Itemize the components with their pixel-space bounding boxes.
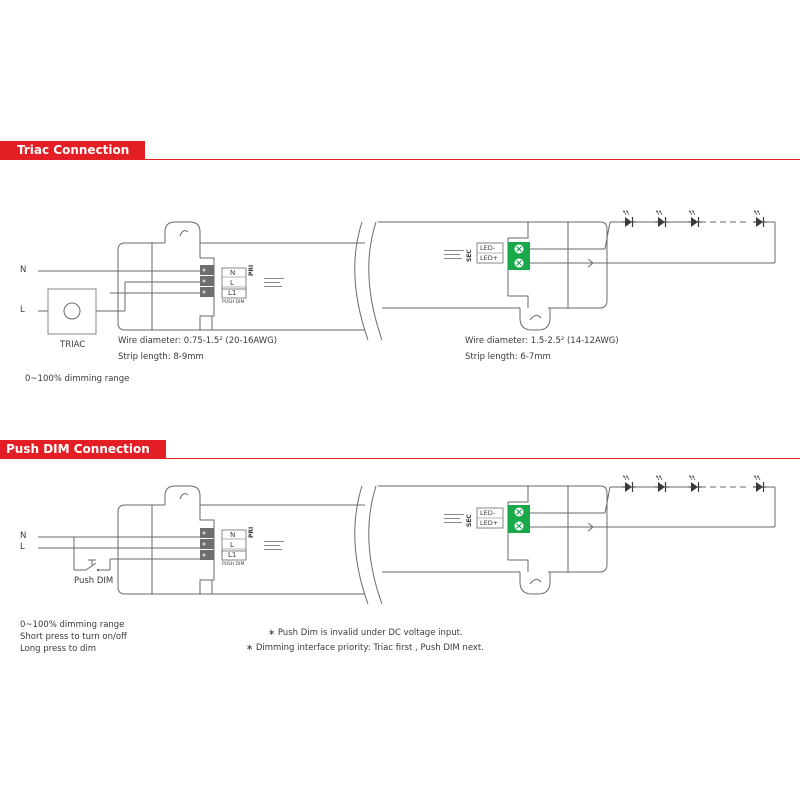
triac-pri-sub: PUSH DIM: [222, 300, 245, 305]
push-dim-terminal-n: N: [230, 531, 236, 539]
push-dim-led-plus: LED+: [480, 519, 499, 527]
triac-output-wiring: [530, 221, 776, 268]
triac-input-strip-length: Strip length: 8-9mm: [118, 352, 204, 362]
push-dim-terminal-l: L: [230, 541, 234, 549]
section-title-triac: Triac Connection: [0, 141, 146, 159]
triac-device-icon: [47, 288, 97, 335]
triac-output-wire-diameter: Wire diameter: 1.5-2.5² (14-12AWG): [465, 336, 619, 346]
push-dim-pri-sub: PUSH DIM: [222, 562, 245, 567]
triac-led-plus: LED+: [480, 254, 499, 262]
triac-terminal-l1: L1: [228, 289, 237, 297]
primary-terminal-block: [200, 265, 214, 297]
triac-input-wiring: [38, 270, 200, 312]
push-dim-pri-label: PRI: [248, 526, 255, 538]
push-dim-footnote-2: ∗ Dimming interface priority: Triac firs…: [246, 643, 484, 653]
secondary-green-terminal: [507, 241, 531, 271]
triac-output-strip-length: Strip length: 6-7mm: [465, 352, 551, 362]
primary-terminal-block-2: [200, 528, 214, 560]
push-dim-wire-n-label: N: [20, 531, 27, 541]
triac-wire-l-label: L: [20, 305, 25, 315]
push-dim-wire-l-label: L: [20, 542, 25, 552]
triac-terminal-l: L: [230, 279, 234, 287]
push-dim-input-wiring: [38, 536, 200, 572]
push-dim-note-3: Long press to dim: [20, 644, 97, 654]
triac-led-string: [621, 209, 768, 228]
push-dim-note-1: 0~100% dimming range: [20, 620, 125, 630]
triac-wire-n-label: N: [20, 265, 27, 275]
push-dim-sec-label: SEC: [466, 514, 473, 527]
push-dim-note-2: Short press to turn on/off: [20, 632, 127, 642]
spec-marks: [264, 250, 464, 550]
secondary-terminal-labels-2: [476, 507, 504, 529]
primary-terminal-labels-2: [221, 529, 247, 561]
push-dim-device-label: Push DIM: [74, 576, 114, 586]
triac-led-minus: LED-: [480, 244, 496, 252]
push-dim-led-string: [621, 474, 768, 493]
section-title-push-dim: Push DIM Connection: [0, 440, 166, 458]
triac-terminal-n: N: [230, 269, 236, 277]
push-dim-footnote-1: ∗ Push Dim is invalid under DC voltage i…: [268, 628, 463, 638]
triac-device-label: TRIAC: [60, 340, 86, 350]
section-rule-push-dim: [0, 458, 800, 459]
push-dim-output-wiring: [530, 486, 776, 532]
primary-terminal-labels: [221, 267, 247, 299]
triac-input-wire-diameter: Wire diameter: 0.75-1.5² (20-16AWG): [118, 336, 278, 346]
secondary-green-terminal-2: [507, 504, 531, 534]
triac-driver-body: [117, 221, 608, 341]
section-rule-triac: [0, 159, 800, 160]
push-dim-driver-body: [117, 485, 608, 605]
triac-sec-label: SEC: [466, 249, 473, 262]
triac-pri-label: PRI: [248, 264, 255, 276]
push-dim-terminal-l1: L1: [228, 551, 237, 559]
triac-note: 0~100% dimming range: [25, 374, 130, 384]
push-dim-led-minus: LED-: [480, 509, 496, 517]
secondary-terminal-labels: [476, 242, 504, 264]
